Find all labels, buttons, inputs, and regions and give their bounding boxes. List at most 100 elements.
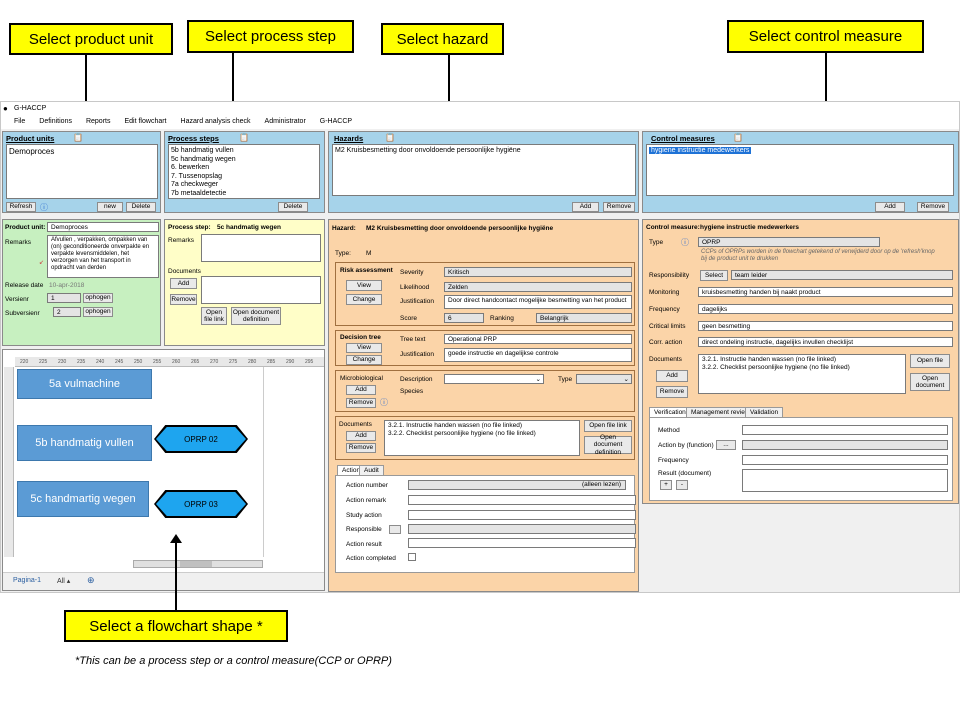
remarks-field[interactable] (201, 234, 321, 262)
refresh-button[interactable]: Refresh (6, 202, 36, 212)
subversion-field[interactable]: 2 (53, 307, 81, 317)
menu-reports[interactable]: Reports (85, 118, 111, 125)
horizontal-scrollbar[interactable] (133, 560, 263, 568)
responsible-select-button[interactable] (389, 525, 401, 534)
documents-list[interactable] (201, 276, 321, 304)
remarks-field[interactable]: Afvullen , verpakken, ompakken van (on) … (47, 235, 159, 278)
action-by-select-button[interactable]: ... (716, 440, 736, 450)
action-number-field[interactable]: (alleen lezen) (408, 480, 626, 490)
micro-add-button[interactable]: Add (346, 385, 376, 395)
flowchart-oprp-03[interactable]: OPRP 03 (154, 490, 248, 518)
process-steps-list[interactable]: 5b handmatig vullen 5c handmatig wegen 6… (168, 144, 320, 199)
version-field[interactable]: 1 (47, 293, 81, 303)
list-item[interactable]: 3.2.2. Checklist persoonlijke hygiene (n… (702, 363, 850, 371)
cm-open-document-button[interactable]: Open document (910, 373, 950, 391)
product-units-list[interactable]: Demoproces (6, 144, 158, 199)
risk-change-button[interactable]: Change (346, 294, 382, 305)
critical-limits-field[interactable]: geen besmetting (698, 321, 953, 331)
list-item[interactable]: 7. Tussenopslag (171, 172, 222, 180)
verification-frequency-field[interactable] (742, 455, 948, 465)
method-field[interactable] (742, 425, 948, 435)
new-button[interactable]: new (97, 202, 123, 212)
action-remark-field[interactable] (408, 495, 636, 505)
micro-remove-button[interactable]: Remove (346, 398, 376, 408)
product-unit-field[interactable]: Demoproces (47, 222, 159, 232)
flowchart-step-5a[interactable]: 5a vulmachine (17, 369, 152, 399)
remove-document-button[interactable]: Remove (170, 294, 197, 305)
add-document-button[interactable]: Add (170, 278, 197, 289)
control-measures-list[interactable]: hygiene instructie medewerkers (646, 144, 954, 196)
menu-g-haccp[interactable]: G-HACCP (319, 118, 353, 125)
add-measure-button[interactable]: Add (875, 202, 905, 212)
flowchart-step-5c[interactable]: 5c handmartig wegen (17, 481, 149, 517)
delete-button[interactable]: Delete (126, 202, 156, 212)
justification-field[interactable]: Door direct handcontact mogelijke besmet… (444, 295, 632, 309)
responsibility-select-button[interactable]: Select (700, 270, 728, 281)
open-document-definition-button[interactable]: Open document definition (231, 307, 281, 325)
cm-add-document-button[interactable]: Add (656, 370, 688, 382)
flowchart-step-5b[interactable]: 5b handmatig vullen (17, 425, 152, 461)
cm-open-file-button[interactable]: Open file (910, 354, 950, 368)
severity-field[interactable]: Kritisch (444, 267, 632, 277)
frequency-field[interactable]: dagelijks (698, 304, 953, 314)
list-item[interactable]: 3.2.1. Instructie handen wassen (no file… (702, 356, 837, 363)
list-item[interactable]: 6. bewerken (171, 164, 210, 172)
action-by-field[interactable] (742, 440, 948, 450)
menu-administrator[interactable]: Administrator (264, 118, 306, 125)
cm-documents-list[interactable]: 3.2.1. Instructie handen wassen (no file… (698, 354, 906, 394)
flowchart-oprp-02[interactable]: OPRP 02 (154, 425, 248, 453)
remove-measure-button[interactable]: Remove (917, 202, 949, 212)
menu-definitions[interactable]: Definitions (39, 118, 72, 125)
list-item[interactable]: 7a checkweger (171, 181, 219, 189)
menu-edit-flowchart[interactable]: Edit flowchart (124, 118, 167, 125)
corr-action-field[interactable]: direct ondeling instructie, dagelijks in… (698, 337, 953, 347)
action-result-field[interactable] (408, 538, 636, 548)
tree-justification-field[interactable]: goede instructie en dagelijkse controle (444, 348, 632, 362)
scrollbar-thumb[interactable] (180, 561, 212, 567)
tab-verification[interactable]: Verification (649, 407, 691, 417)
ranking-field[interactable]: Belangrijk (536, 313, 632, 323)
menu-file[interactable]: File (14, 118, 26, 125)
type2-select[interactable]: ⌄ (576, 374, 632, 384)
responsibility-field[interactable]: team leider (731, 270, 953, 280)
monitoring-field[interactable]: kruisbesmetting handen bij naakt product (698, 287, 953, 297)
delete-button[interactable]: Delete (278, 202, 308, 212)
list-item[interactable]: 7b metaaldetectie (171, 189, 227, 197)
doc-add-button[interactable]: Add (346, 431, 376, 441)
page-tab[interactable]: Pagina-1 (13, 577, 42, 584)
version-raise-button[interactable]: ophogen (83, 293, 113, 303)
open-document-definition-button[interactable]: Open document definition (584, 434, 632, 456)
doc-remove-button[interactable]: Remove (346, 443, 376, 453)
remove-result-button[interactable]: - (676, 480, 688, 490)
type-field[interactable]: OPRP (698, 237, 880, 247)
hazard-documents-list[interactable]: 3.2.1. Instructie handen wassen (no file… (384, 420, 580, 456)
drawing-canvas[interactable] (15, 367, 324, 557)
open-file-link-button[interactable]: Open file link (201, 307, 227, 325)
tree-view-button[interactable]: View (346, 343, 382, 353)
list-item[interactable]: 3.2.2. Checklist persoonlijke hygiene (n… (388, 429, 536, 437)
hazards-list[interactable]: M2 Kruisbesmetting door onvoldoende pers… (332, 144, 636, 196)
likelihood-field[interactable]: Zelden (444, 282, 632, 292)
responsible-field[interactable] (408, 524, 636, 534)
remove-hazard-button[interactable]: Remove (603, 202, 635, 212)
tree-text-field[interactable]: Operational PRP (444, 334, 632, 344)
add-result-button[interactable]: + (660, 480, 672, 490)
score-field[interactable]: 6 (444, 313, 484, 323)
action-completed-checkbox[interactable] (408, 553, 416, 561)
all-pages-menu[interactable]: All ▴ (57, 578, 71, 585)
description-select[interactable]: ⌄ (444, 374, 544, 384)
open-file-link-button[interactable]: Open file link (584, 420, 632, 432)
add-page-icon[interactable]: ⊕ (87, 575, 95, 585)
study-action-field[interactable] (408, 510, 636, 520)
subversion-raise-button[interactable]: ophogen (83, 307, 113, 317)
list-item-selected[interactable]: hygiene instructie medewerkers (649, 147, 752, 154)
list-item[interactable]: 5c handmatig wegen (171, 155, 236, 163)
list-item[interactable]: Demoproces (9, 147, 55, 156)
cm-remove-document-button[interactable]: Remove (656, 386, 688, 398)
result-document-field[interactable] (742, 469, 948, 492)
add-hazard-button[interactable]: Add (572, 202, 599, 212)
risk-view-button[interactable]: View (346, 280, 382, 291)
tree-change-button[interactable]: Change (346, 355, 382, 365)
list-item[interactable]: 3.2.1. Instructie handen wassen (no file… (388, 422, 523, 429)
list-item[interactable]: 5b handmatig vullen (171, 147, 234, 154)
